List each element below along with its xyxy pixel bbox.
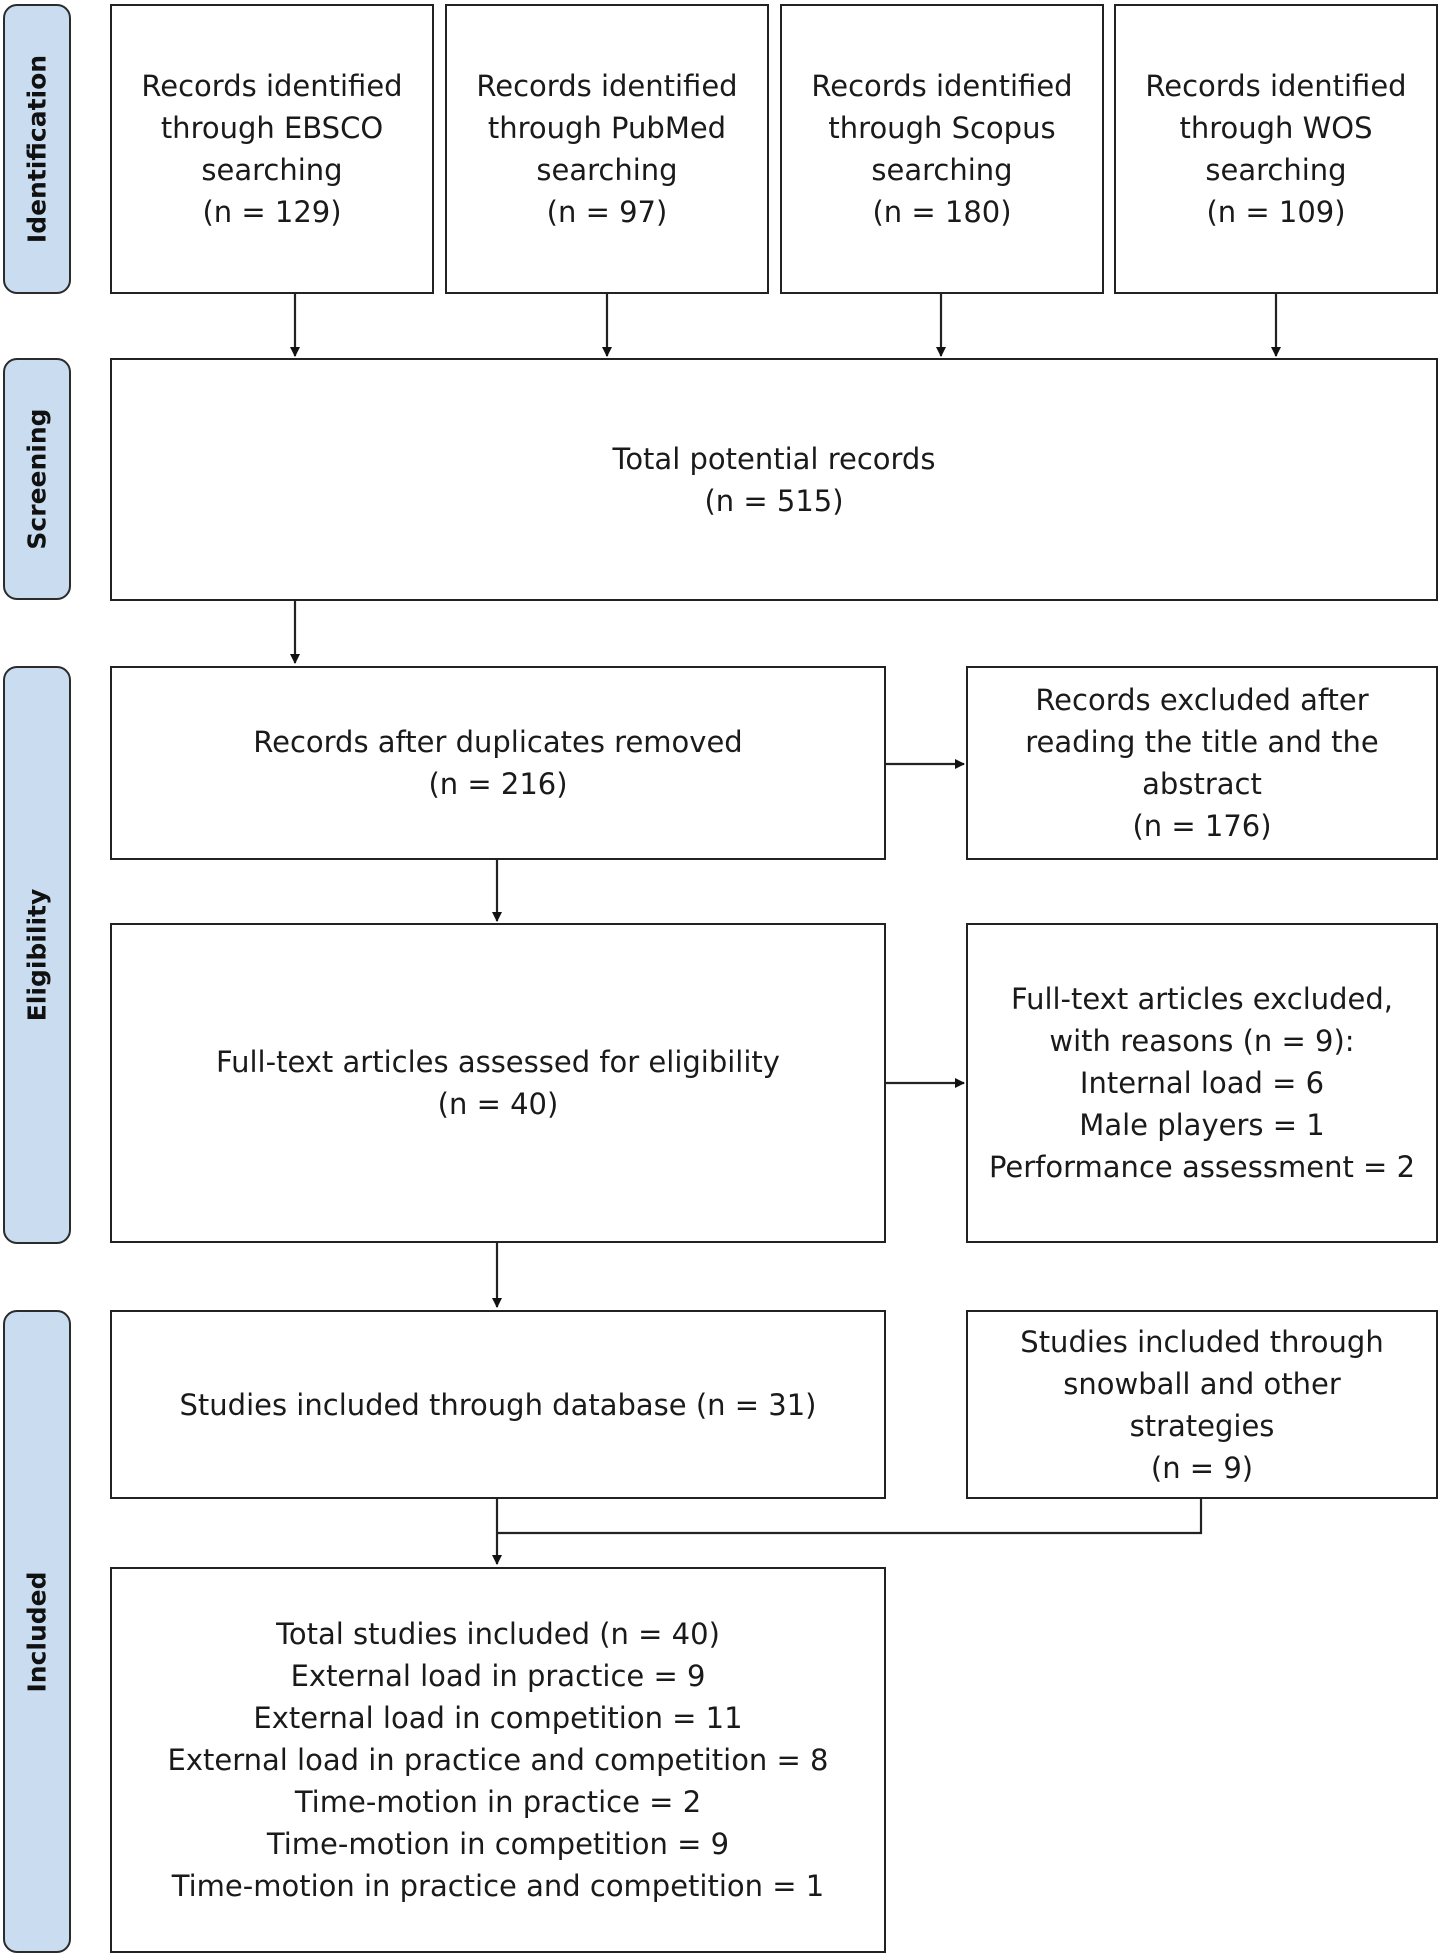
- box-included-snowball: Studies included through snowball and ot…: [966, 1310, 1438, 1499]
- after-duplicates-line-1: Records after duplicates removed: [253, 725, 743, 759]
- total-included-line-6: Time-motion in competition = 9: [266, 1827, 730, 1861]
- phase-eligibility: Eligibility: [3, 666, 71, 1244]
- phase-included: Included: [3, 1310, 71, 1953]
- wos-line-1: Records identified: [1145, 69, 1407, 103]
- scopus-line-3: searching: [871, 153, 1013, 187]
- excluded-title-line-2: reading the title and the: [1025, 725, 1379, 759]
- box-records-after-duplicates: Records after duplicates removed (n = 21…: [110, 666, 886, 860]
- full-text-assessed-line-1: Full-text articles assessed for eligibil…: [216, 1045, 780, 1079]
- scopus-line-2: through Scopus: [828, 111, 1056, 145]
- box-records-scopus: Records identified through Scopus search…: [780, 4, 1104, 294]
- box-records-ebsco: Records identified through EBSCO searchi…: [110, 4, 434, 294]
- full-text-excluded-line-3: Internal load = 6: [1079, 1066, 1325, 1100]
- included-database-line-1: Studies included through database (n = 3…: [179, 1387, 817, 1422]
- wos-line-2: through WOS: [1179, 111, 1373, 145]
- pubmed-line-3: searching: [536, 153, 678, 187]
- pubmed-line-1: Records identified: [476, 69, 738, 103]
- box-records-wos: Records identified through WOS searching…: [1114, 4, 1438, 294]
- total-included-line-5: Time-motion in practice = 2: [294, 1785, 702, 1819]
- excluded-title-line-4: (n = 176): [1132, 809, 1272, 843]
- box-included-database: Studies included through database (n = 3…: [110, 1310, 886, 1499]
- ebsco-line-4: (n = 129): [202, 195, 342, 229]
- included-snowball-line-1: Studies included through: [1020, 1324, 1384, 1359]
- ebsco-line-2: through EBSCO: [160, 111, 384, 145]
- ebsco-line-3: searching: [201, 153, 343, 187]
- full-text-assessed-line-2: (n = 40): [437, 1087, 559, 1121]
- total-included-line-1: Total studies included (n = 40): [276, 1617, 720, 1651]
- box-total-studies-included: Total studies included (n = 40) External…: [110, 1567, 886, 1953]
- wos-line-3: searching: [1205, 153, 1347, 187]
- scopus-line-1: Records identified: [811, 69, 1073, 103]
- included-snowball-line-3: strategies: [1129, 1408, 1275, 1443]
- included-snowball-line-2: snowball and other: [1063, 1366, 1341, 1401]
- total-potential-line-2: (n = 515): [704, 483, 844, 518]
- full-text-excluded-line-4: Male players = 1: [1079, 1108, 1325, 1142]
- box-total-potential-records: Total potential records (n = 515): [110, 358, 1438, 601]
- total-included-line-3: External load in competition = 11: [253, 1701, 743, 1735]
- excluded-title-line-1: Records excluded after: [1035, 683, 1369, 717]
- box-records-pubmed: Records identified through PubMed search…: [445, 4, 769, 294]
- included-snowball-line-4: (n = 9): [1150, 1450, 1254, 1485]
- line-snowball-merge: [497, 1499, 1203, 1535]
- ebsco-line-1: Records identified: [141, 69, 403, 103]
- full-text-excluded-line-2: with reasons (n = 9):: [1049, 1024, 1355, 1058]
- excluded-title-line-3: abstract: [1142, 767, 1262, 801]
- phase-screening: Screening: [3, 358, 71, 600]
- total-included-line-2: External load in practice = 9: [290, 1659, 706, 1693]
- box-records-excluded-title-abstract: Records excluded after reading the title…: [966, 666, 1438, 860]
- pubmed-line-4: (n = 97): [546, 195, 668, 229]
- box-full-text-assessed: Full-text articles assessed for eligibil…: [110, 923, 886, 1243]
- total-included-line-7: Time-motion in practice and competition …: [171, 1869, 825, 1903]
- scopus-line-4: (n = 180): [872, 195, 1012, 229]
- phase-identification: Identification: [3, 4, 71, 294]
- total-included-line-4: External load in practice and competitio…: [167, 1743, 829, 1777]
- full-text-excluded-line-1: Full-text articles excluded,: [1010, 982, 1394, 1016]
- after-duplicates-line-2: (n = 216): [428, 767, 568, 801]
- wos-line-4: (n = 109): [1206, 195, 1346, 229]
- box-full-text-excluded: Full-text articles excluded, with reason…: [966, 923, 1438, 1243]
- full-text-excluded-line-5: Performance assessment = 2: [988, 1150, 1416, 1184]
- pubmed-line-2: through PubMed: [487, 111, 727, 145]
- total-potential-line-1: Total potential records: [612, 441, 936, 476]
